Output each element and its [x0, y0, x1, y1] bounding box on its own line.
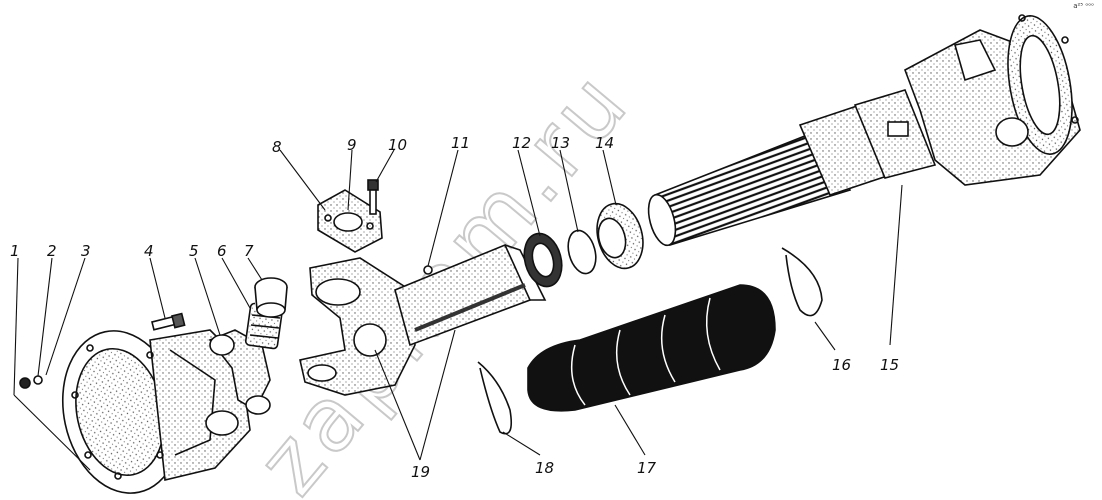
callout-18: 18	[535, 459, 554, 477]
bolt-part-4	[151, 312, 186, 331]
clamp-part-18	[477, 361, 513, 435]
callout-labels: 1 2 3 4 5 6 7 8 9 10 11 12 13 14 15 16 1…	[10, 134, 899, 481]
callout-1: 1	[10, 242, 20, 260]
leader-lines	[13, 149, 903, 471]
washer-ring-part	[567, 229, 597, 275]
protective-boot-part	[527, 284, 776, 412]
callout-12: 12	[512, 134, 531, 152]
callout-7: 7	[244, 242, 254, 260]
bolt-part-10	[367, 179, 379, 215]
callout-10: 10	[388, 136, 407, 154]
front-yoke-flange-part	[904, 14, 1081, 186]
callout-11: 11	[451, 134, 470, 152]
bearing-cap-part	[254, 277, 288, 318]
cover-plate-part	[317, 189, 383, 253]
callout-2: 2	[47, 242, 57, 260]
washer-part	[33, 375, 43, 385]
splined-shaft-part	[647, 89, 937, 247]
nut-part	[19, 377, 31, 389]
corner-mark: a²⁵ ᵒᵒᵒ	[1073, 2, 1094, 10]
clamp-part-16	[781, 247, 823, 317]
callout-3: 3	[81, 242, 91, 260]
callout-17: 17	[637, 459, 657, 477]
callout-8: 8	[272, 138, 282, 156]
callout-4: 4	[144, 242, 154, 260]
sliding-yoke-part	[299, 243, 547, 396]
callout-13: 13	[551, 134, 570, 152]
callout-9: 9	[347, 136, 357, 154]
callout-5: 5	[189, 242, 199, 260]
flange-yoke-part	[61, 329, 251, 494]
callout-19: 19	[411, 463, 430, 481]
callout-14: 14	[595, 134, 614, 152]
splined-nut-part	[596, 202, 644, 270]
callout-6: 6	[217, 242, 227, 260]
spider-cross-part	[208, 329, 271, 415]
callout-16: 16	[832, 356, 851, 374]
callout-15: 15	[880, 356, 899, 374]
seal-ring-part	[523, 232, 563, 288]
